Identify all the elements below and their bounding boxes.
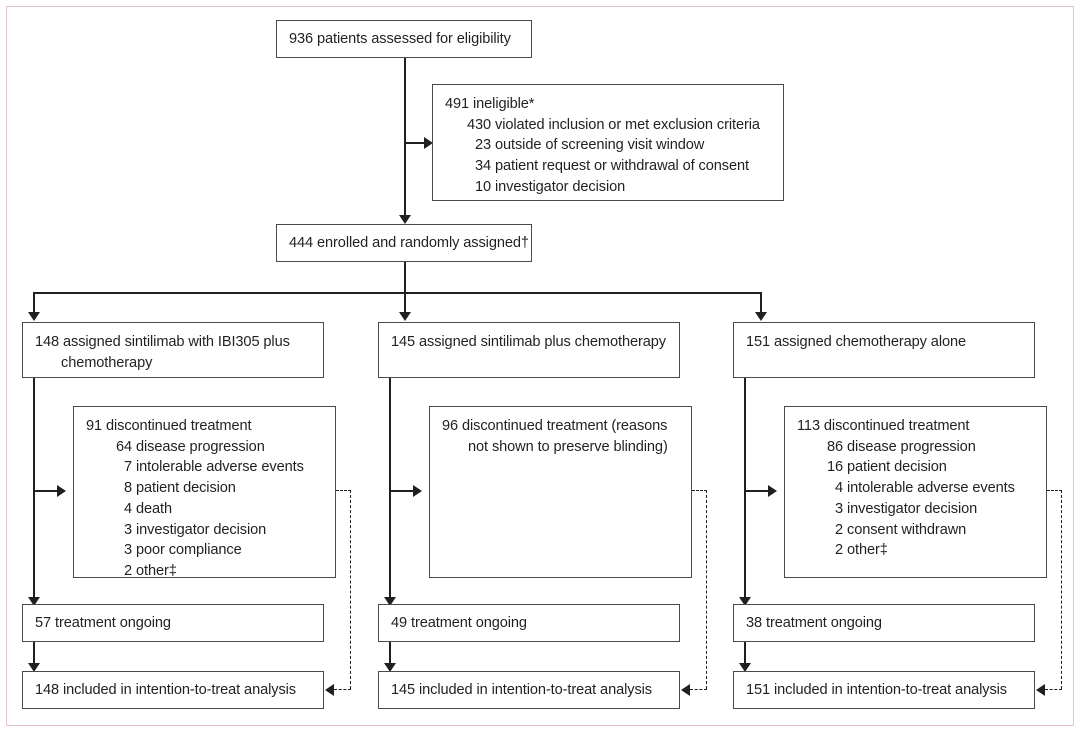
arrow-into-arm1 xyxy=(28,312,40,321)
connector-arm2-to-discontinued xyxy=(389,490,417,492)
arrow-into-ineligible xyxy=(424,137,433,149)
connector-assessed-to-enrolled xyxy=(404,58,406,218)
box-itt-arm2: 145 included in intention-to-treat analy… xyxy=(378,671,680,709)
connector-to-ineligible xyxy=(404,142,428,144)
box-ongoing-arm3: 38 treatment ongoing xyxy=(733,604,1035,642)
connector-arm3-to-discontinued xyxy=(744,490,772,492)
connector-split-arm2 xyxy=(404,292,406,315)
connector-split-arm1 xyxy=(33,292,35,315)
itt-label-arm1: 148 included in intention-to-treat analy… xyxy=(35,682,296,699)
connector-ongoing-to-itt-arm1 xyxy=(33,642,35,666)
box-assigned-arm2: 145 assigned sintilimab plus chemotherap… xyxy=(378,322,680,378)
discontinued-heading-arm1: 91 discontinued treatment xyxy=(86,418,252,434)
arrow-into-itt-arm3 xyxy=(739,663,751,672)
box-assessed-for-eligibility: 936 patients assessed for eligibility xyxy=(276,20,532,58)
connector-arm1-spine xyxy=(33,378,35,600)
enrolled-label: 444 enrolled and randomly assigned† xyxy=(289,235,529,252)
itt-label-arm3: 151 included in intention-to-treat analy… xyxy=(746,682,1007,699)
arrow-into-ongoing-arm1 xyxy=(28,597,40,606)
connector-arm3-spine xyxy=(744,378,746,600)
arrow-into-itt-dashed-arm3 xyxy=(1036,684,1045,696)
assigned-line1-arm2: 145 assigned sintilimab plus chemotherap… xyxy=(391,334,666,350)
dashed-connector-bottom-arm1 xyxy=(334,689,351,690)
connector-ongoing-to-itt-arm2 xyxy=(389,642,391,666)
box-assigned-arm1: 148 assigned sintilimab with IBI305 plus… xyxy=(22,322,324,378)
connector-arm2-spine xyxy=(389,378,391,600)
dashed-connector-top-arm2 xyxy=(692,490,707,491)
ongoing-label-arm3: 38 treatment ongoing xyxy=(746,615,882,632)
discontinued-note-arm2: not shown to preserve blinding) xyxy=(468,438,668,455)
arrow-into-arm3 xyxy=(755,312,767,321)
assigned-line1-arm3: 151 assigned chemotherapy alone xyxy=(746,334,967,350)
arrow-into-ongoing-arm2 xyxy=(384,597,396,606)
ongoing-label-arm2: 49 treatment ongoing xyxy=(391,615,527,632)
itt-label-arm2: 145 included in intention-to-treat analy… xyxy=(391,682,652,699)
assessed-label: 936 patients assessed for eligibility xyxy=(289,31,511,48)
arrow-into-enrolled xyxy=(399,215,411,224)
arrow-into-itt-arm1 xyxy=(28,663,40,672)
connector-split-arm3 xyxy=(760,292,762,315)
box-ongoing-arm2: 49 treatment ongoing xyxy=(378,604,680,642)
ineligible-heading: 491 ineligible* xyxy=(445,96,535,112)
dashed-connector-top-arm3 xyxy=(1047,490,1062,491)
box-discontinued-arm2: 96 discontinued treatment (reasons not s… xyxy=(429,406,692,578)
dashed-connector-vertical-arm1 xyxy=(350,490,351,689)
discontinued-heading-arm2: 96 discontinued treatment (reasons xyxy=(442,418,668,434)
arrow-into-itt-arm2 xyxy=(384,663,396,672)
arrow-into-discontinued-arm3 xyxy=(768,485,777,497)
arrow-into-itt-dashed-arm1 xyxy=(325,684,334,696)
arrow-into-discontinued-arm1 xyxy=(57,485,66,497)
arrow-into-arm2 xyxy=(399,312,411,321)
assigned-line1-arm1: 148 assigned sintilimab with IBI305 plus xyxy=(35,334,290,350)
ongoing-label-arm1: 57 treatment ongoing xyxy=(35,615,171,632)
connector-enrolled-down xyxy=(404,262,406,293)
dashed-connector-vertical-arm2 xyxy=(706,490,707,689)
arrow-into-itt-dashed-arm2 xyxy=(681,684,690,696)
box-assigned-arm3: 151 assigned chemotherapy alone xyxy=(733,322,1035,378)
connector-arm1-to-discontinued xyxy=(33,490,61,492)
box-itt-arm3: 151 included in intention-to-treat analy… xyxy=(733,671,1035,709)
dashed-connector-bottom-arm3 xyxy=(1045,689,1062,690)
assigned-line2-arm1: chemotherapy xyxy=(61,354,153,371)
box-ongoing-arm1: 57 treatment ongoing xyxy=(22,604,324,642)
arrow-into-discontinued-arm2 xyxy=(413,485,422,497)
box-enrolled-randomised: 444 enrolled and randomly assigned† xyxy=(276,224,532,262)
connector-split-horizontal xyxy=(33,292,761,294)
box-itt-arm1: 148 included in intention-to-treat analy… xyxy=(22,671,324,709)
arrow-into-ongoing-arm3 xyxy=(739,597,751,606)
dashed-connector-bottom-arm2 xyxy=(690,689,707,690)
discontinued-heading-arm3: 113 discontinued treatment xyxy=(797,418,970,434)
dashed-connector-top-arm1 xyxy=(336,490,351,491)
connector-ongoing-to-itt-arm3 xyxy=(744,642,746,666)
dashed-connector-vertical-arm3 xyxy=(1061,490,1062,689)
